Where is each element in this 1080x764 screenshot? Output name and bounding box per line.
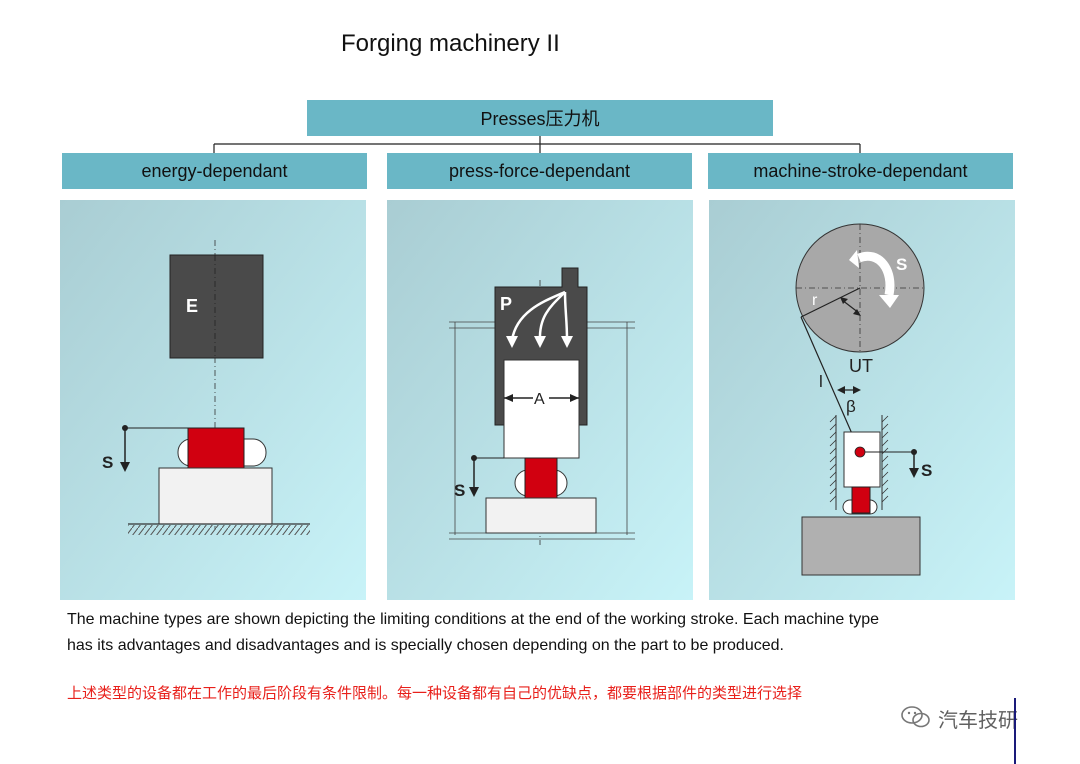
- page-title: Forging machinery II: [341, 30, 560, 57]
- slide: [843, 431, 881, 488]
- cursor-line: [1014, 698, 1016, 764]
- category-label: machine-stroke-dependant: [753, 160, 968, 181]
- label-S: S: [454, 481, 465, 500]
- watermark: 汽车技研: [938, 710, 1018, 732]
- panel-energy-dependant: E S: [60, 200, 366, 600]
- category-press-force-dependant: press-force-dependant: [387, 153, 692, 189]
- label-A: A: [534, 391, 545, 408]
- category-machine-stroke-dependant: machine-stroke-dependant: [708, 153, 1013, 189]
- label-S: S: [102, 453, 113, 472]
- label-S-rotation: S: [896, 255, 907, 274]
- panel-machine-stroke-dependant: r S UT l β S: [709, 200, 1015, 600]
- panel-press-force-dependant: P A S: [387, 200, 693, 600]
- label-r: r: [812, 292, 818, 309]
- bolster: [801, 516, 921, 576]
- label-S: S: [921, 461, 932, 480]
- label-P: P: [500, 294, 512, 314]
- energy-ram: [169, 254, 264, 359]
- label-beta: β: [846, 397, 856, 416]
- wechat-icon: [901, 706, 930, 728]
- anvil: [158, 467, 273, 525]
- workpiece: [187, 427, 245, 469]
- workpiece: [524, 457, 558, 499]
- root-box-presses: Presses压力机: [307, 100, 773, 136]
- label-E: E: [186, 296, 198, 316]
- press-piston: [503, 359, 580, 459]
- caption-english: The machine types are shown depicting th…: [67, 611, 880, 654]
- root-label: Presses压力机: [480, 109, 600, 129]
- category-label: press-force-dependant: [448, 160, 631, 181]
- tree-connectors: [213, 136, 861, 153]
- die: [485, 497, 597, 534]
- label-l: l: [819, 372, 823, 391]
- label-UT: UT: [849, 356, 873, 376]
- connecting-rod: [800, 316, 861, 453]
- caption-chinese: 上述类型的设备都在工作的最后阶段有条件限制。每一种设备都有自己的优缺点，都要根据…: [67, 684, 803, 702]
- category-energy-dependant: energy-dependant: [62, 153, 367, 189]
- workpiece: [851, 486, 871, 514]
- category-label: energy-dependant: [141, 160, 288, 181]
